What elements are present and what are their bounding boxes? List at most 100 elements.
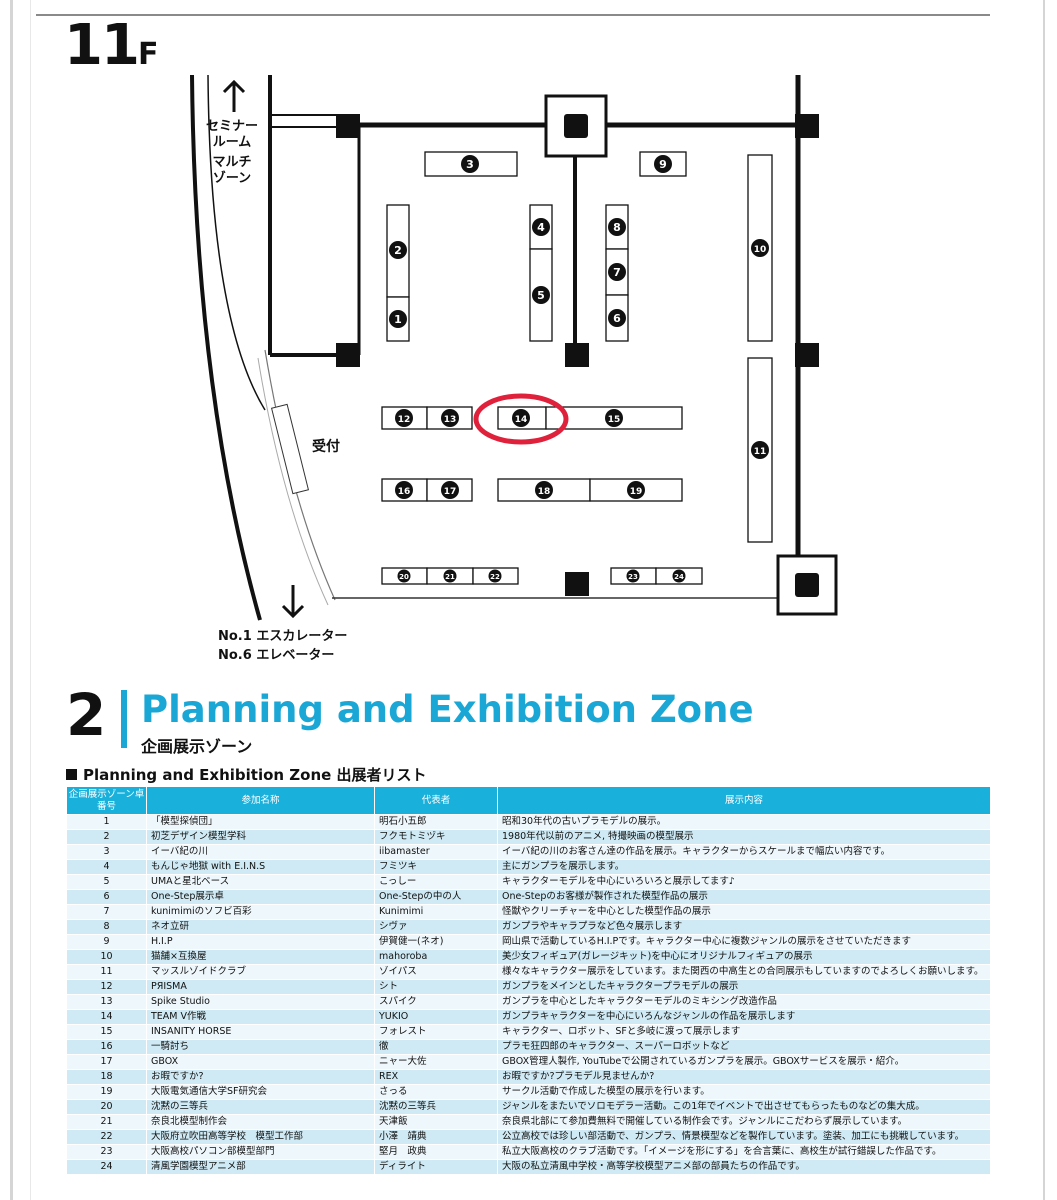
cell-content: イーバ紀の川のお客さん達の作品を展示。キャラクターからスケールまで幅広い内容です… bbox=[497, 844, 991, 860]
booth-number-badge bbox=[395, 409, 413, 427]
booth-number-badge bbox=[535, 481, 553, 499]
pillar bbox=[565, 572, 589, 596]
cell-number: 15 bbox=[66, 1024, 147, 1040]
cell-name: 猫舗×互換屋 bbox=[146, 949, 375, 965]
cell-representative: さっる bbox=[374, 1084, 498, 1100]
square-bullet-icon bbox=[66, 769, 77, 780]
list-heading: Planning and Exhibition Zone 出展者リスト bbox=[66, 764, 427, 785]
cell-representative: シヴァ bbox=[374, 919, 498, 935]
highlight-circle bbox=[473, 393, 569, 445]
booth-number-label: 5 bbox=[537, 289, 545, 302]
cell-name: UMAと星北ベース bbox=[146, 874, 375, 890]
pillar bbox=[336, 114, 360, 138]
multi-zone-label: マルチ bbox=[212, 155, 251, 170]
cell-representative: 徹 bbox=[374, 1039, 498, 1055]
seminar-room-label: セミナー bbox=[206, 119, 258, 134]
section-subtitle: 企画展示ゾーン bbox=[141, 737, 253, 756]
cell-representative: スパイク bbox=[374, 994, 498, 1010]
page-frame-left-inner bbox=[30, 0, 31, 1200]
cell-representative: フクモトミヅキ bbox=[374, 829, 498, 845]
booth-number-label: 23 bbox=[628, 573, 638, 581]
column-header-representative: 代表者 bbox=[374, 786, 498, 815]
cell-name: 奈良北模型制作会 bbox=[146, 1114, 375, 1130]
elevator-label: No.6 エレベーター bbox=[218, 648, 334, 663]
booth-number-badge bbox=[672, 569, 686, 583]
booth-number-label: 9 bbox=[659, 158, 667, 171]
cell-name: TEAM V作戦 bbox=[146, 1009, 375, 1025]
cell-content: 美少女フィギュア(ガレージキット)を中心にオリジナルフィギュアの展示 bbox=[497, 949, 991, 965]
arrow-down-icon bbox=[281, 585, 305, 619]
booth-number-badge bbox=[626, 569, 640, 583]
page-frame-left bbox=[10, 0, 13, 1200]
booth-number-label: 8 bbox=[613, 221, 621, 234]
cell-representative: 伊賀健一(ネオ) bbox=[374, 934, 498, 950]
cell-number: 20 bbox=[66, 1099, 147, 1115]
booth-number-label: 1 bbox=[394, 313, 402, 326]
cell-representative: One-Stepの中の人 bbox=[374, 889, 498, 905]
booth-number-label: 11 bbox=[754, 447, 767, 457]
cell-number: 18 bbox=[66, 1069, 147, 1085]
booth-number-label: 15 bbox=[608, 415, 621, 425]
section-accent-bar bbox=[121, 690, 127, 748]
booth-number-label: 19 bbox=[630, 487, 643, 497]
cell-name: kunimimiのソフビ百彩 bbox=[146, 904, 375, 920]
cell-name: 初芝デザイン模型学科 bbox=[146, 829, 375, 845]
cell-name: マッスルゾイドクラブ bbox=[146, 964, 375, 980]
cell-representative: ゾイパス bbox=[374, 964, 498, 980]
booth-number-badge bbox=[389, 241, 407, 259]
booth-number-label: 22 bbox=[490, 573, 500, 581]
booth-number-badge bbox=[751, 239, 769, 257]
cell-name: 清風学園模型アニメ部 bbox=[146, 1159, 375, 1175]
booth-number-label: 14 bbox=[515, 415, 528, 425]
cell-representative: シト bbox=[374, 979, 498, 995]
cell-name: イーバ紀の川 bbox=[146, 844, 375, 860]
booth-number-label: 2 bbox=[394, 244, 402, 257]
cell-content: 私立大阪高校のクラブ活動です。「イメージを形にする」を合言葉に、高校生が試行錯誤… bbox=[497, 1144, 991, 1160]
cell-content: ガンプラを中心としたキャラクターモデルのミキシング改造作品 bbox=[497, 994, 991, 1010]
booth-number-label: 13 bbox=[444, 415, 457, 425]
booth-number-label: 10 bbox=[754, 245, 767, 255]
cell-name: ネオ立研 bbox=[146, 919, 375, 935]
cell-number: 7 bbox=[66, 904, 147, 920]
cell-representative: フミツキ bbox=[374, 859, 498, 875]
cell-content: 怪獣やクリーチャーを中心とした模型作品の展示 bbox=[497, 904, 991, 920]
cell-name: H.I.P bbox=[146, 934, 375, 950]
cell-content: 昭和30年代の古いプラモデルの展示。 bbox=[497, 814, 991, 830]
cell-name: 沈黙の三等兵 bbox=[146, 1099, 375, 1115]
cell-number: 9 bbox=[66, 934, 147, 950]
booth-number-badge bbox=[512, 409, 530, 427]
cell-name: GBOX bbox=[146, 1054, 375, 1070]
cell-number: 1 bbox=[66, 814, 147, 830]
cell-number: 4 bbox=[66, 859, 147, 875]
cell-representative: YUKIO bbox=[374, 1009, 498, 1025]
booth-number-badge bbox=[532, 218, 550, 236]
cell-number: 8 bbox=[66, 919, 147, 935]
booth-number-badge bbox=[389, 310, 407, 328]
cell-content: キャラクター、ロボット、SFと多岐に渡って展示します bbox=[497, 1024, 991, 1040]
cell-number: 23 bbox=[66, 1144, 147, 1160]
floor-label: 11F bbox=[64, 18, 158, 74]
cell-content: 岡山県で活動しているH.I.Pです。キャラクター中心に複数ジャンルの展示をさせて… bbox=[497, 934, 991, 950]
cell-content: 公立高校では珍しい部活動で、ガンプラ、情景模型などを製作しています。塗装、加工に… bbox=[497, 1129, 991, 1145]
floor-plan-map: セミナー ルーム マルチ ゾーン 受付 No.1 エスカレーター No.6 エレ… bbox=[190, 74, 838, 663]
cell-content: サークル活動で作成した模型の展示を行います。 bbox=[497, 1084, 991, 1100]
booth-number-label: 18 bbox=[538, 487, 551, 497]
seminar-room-label-2: ルーム bbox=[213, 135, 252, 150]
cell-name: お暇ですか? bbox=[146, 1069, 375, 1085]
multi-zone-label-2: ゾーン bbox=[213, 170, 251, 186]
cell-representative: mahoroba bbox=[374, 949, 498, 965]
